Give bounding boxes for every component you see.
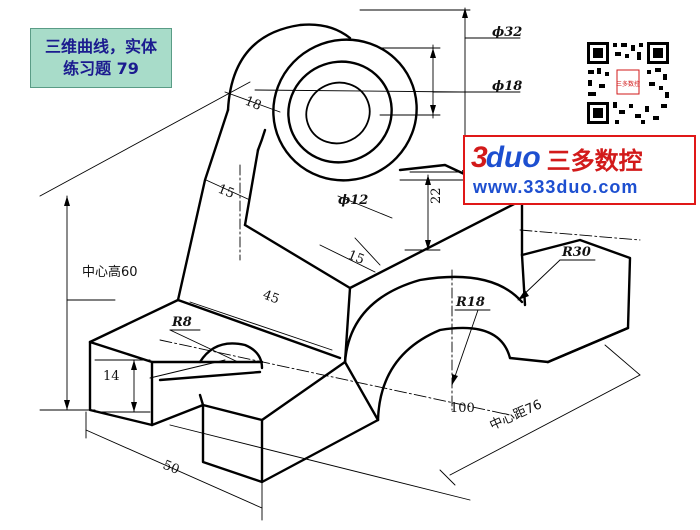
logo-chinese-name: 三多数控: [546, 146, 643, 175]
qr-center-text: 三多数控: [616, 80, 640, 88]
title-line-1: 三维曲线，实体: [44, 37, 157, 56]
logo-word: duo: [485, 141, 541, 174]
dim-18: 18: [243, 94, 264, 114]
dim-22: 22: [429, 187, 444, 204]
extension-lines: [39, 7, 641, 521]
dim-14: 14: [103, 369, 120, 384]
brand-logo[interactable]: 3 duo 三多数控 www.333duo.com: [463, 135, 696, 205]
dim-center-distance: 中心距76: [488, 397, 545, 433]
dim-45: 45: [261, 288, 282, 308]
arrow-heads: [64, 8, 529, 412]
dim-phi12: ϕ12: [338, 193, 368, 208]
qr-code-icon: 三多数控: [585, 40, 671, 126]
dim-center-height: 中心高60: [82, 264, 138, 280]
dimension-labels: ϕ32 ϕ18 18 15 ϕ12 22 15 中心高60 45 R30 R18…: [82, 25, 591, 478]
dim-phi18: ϕ18: [492, 79, 522, 94]
exercise-title: 三维曲线，实体 练习题 79: [30, 28, 172, 88]
dim-15-mid: 15: [346, 248, 367, 268]
dim-50: 50: [161, 458, 182, 478]
logo-number: 3: [471, 141, 488, 174]
dim-phi32: ϕ32: [492, 25, 522, 40]
dim-r30: R30: [561, 245, 591, 260]
dim-15-left: 15: [216, 182, 237, 202]
logo-top-row: 3 duo 三多数控: [471, 141, 643, 175]
object-outlines: [88, 23, 632, 484]
dim-r8: R8: [171, 315, 192, 330]
dim-r18: R18: [455, 295, 485, 310]
title-line-2: 练习题 79: [63, 59, 139, 78]
dim-100: 100: [450, 401, 475, 416]
logo-url[interactable]: www.333duo.com: [473, 177, 639, 197]
